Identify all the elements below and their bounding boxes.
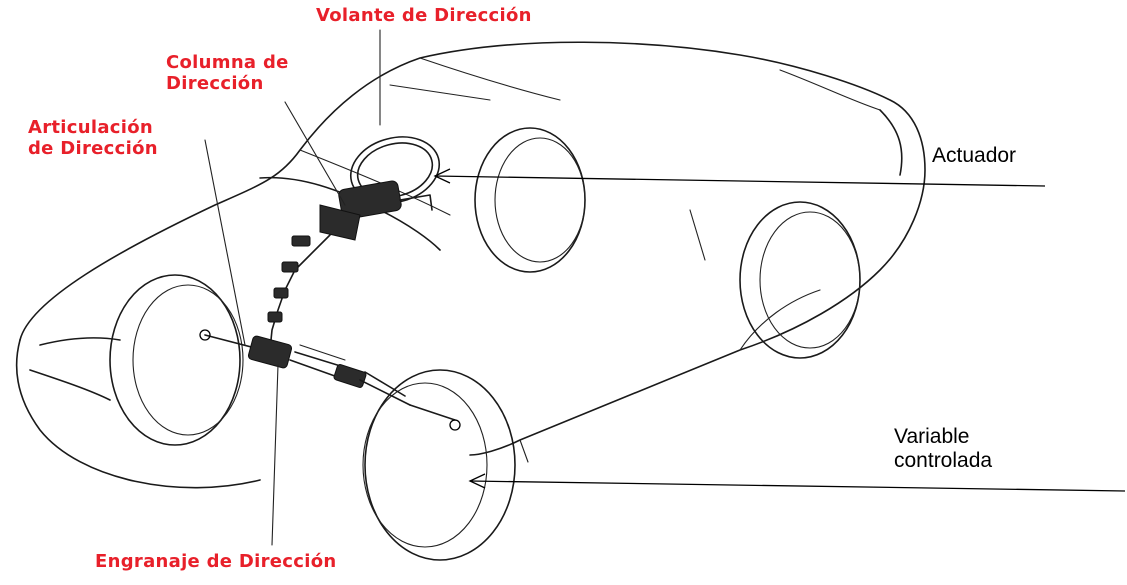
label-articulacion-line2: de Dirección: [28, 137, 158, 159]
label-variable-line2: controlada: [894, 449, 993, 473]
label-columna-line1: Columna de: [166, 52, 289, 73]
label-volante: Volante de Dirección: [316, 5, 532, 26]
steering-wheel: [338, 136, 441, 220]
leader-lines: [204, 29, 381, 546]
wheels: [109, 127, 861, 561]
label-articulacion-line1: Articulación: [28, 117, 154, 138]
label-columna-line2: Dirección: [166, 72, 264, 94]
annotation-arrows: [433, 168, 1126, 492]
label-articulacion: Articulación de Dirección: [28, 117, 158, 159]
steering-column: [267, 204, 361, 351]
label-columna: Columna de Dirección: [166, 52, 289, 94]
label-engranaje: Engranaje de Dirección: [95, 551, 337, 572]
label-variable-line1: Variable: [894, 425, 970, 448]
steering-rack: [199, 329, 461, 431]
label-actuador: Actuador: [932, 144, 1017, 167]
car-body: [15, 41, 926, 489]
label-variable-controlada: Variable controlada: [894, 425, 992, 473]
